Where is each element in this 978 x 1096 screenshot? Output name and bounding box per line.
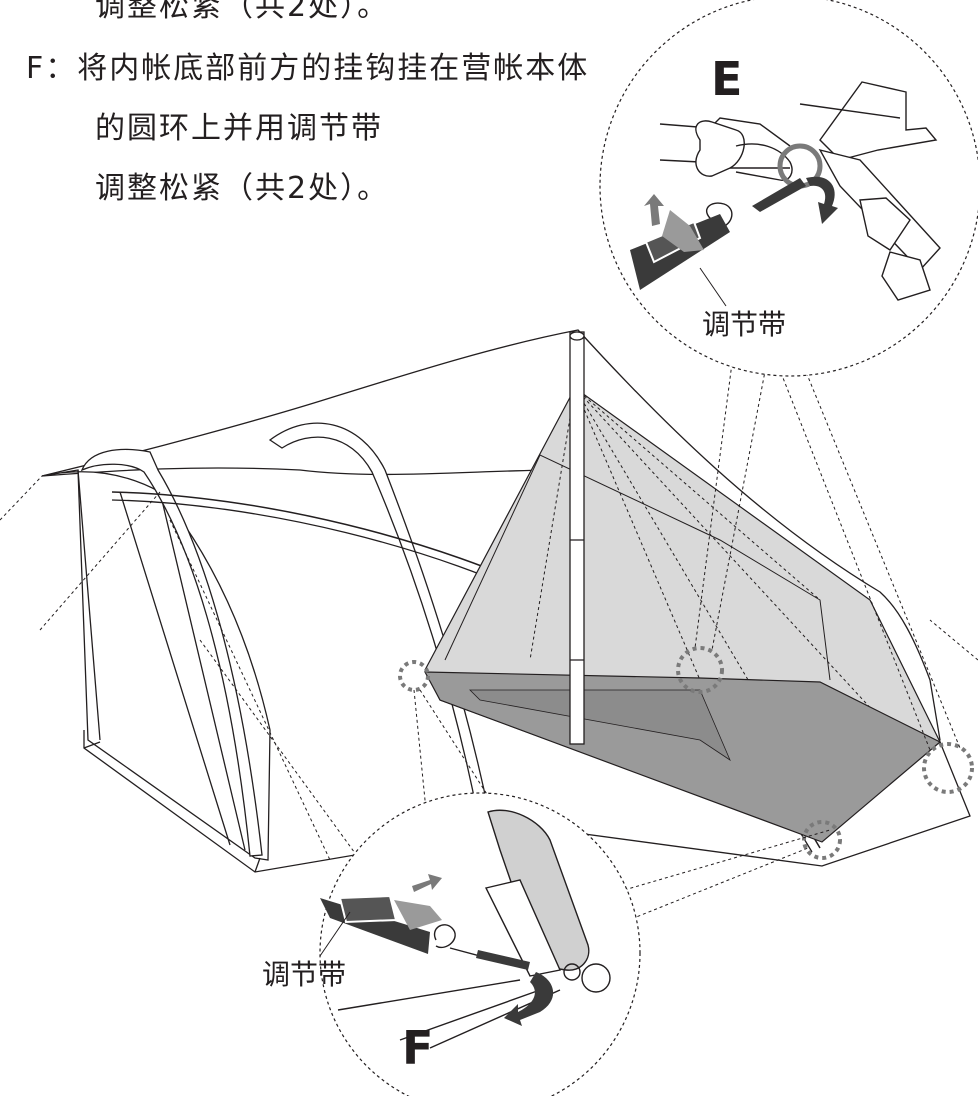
inner-tent-floor <box>423 671 942 843</box>
tent-front-arch <box>80 448 263 857</box>
detail-f-strap-label: 调节带 <box>262 958 346 991</box>
callout-marker-f-left <box>398 660 430 692</box>
callout-marker-e-left <box>676 646 724 694</box>
callout-marker-e-right <box>922 742 974 794</box>
instruction-f-line-3: 调整松紧（共2处）。 <box>95 171 390 206</box>
detail-e-up-arrow <box>644 194 664 226</box>
detail-f-letter: F <box>402 1021 433 1075</box>
instruction-f-line-2: 的圆环上并用调节带 <box>95 111 383 146</box>
detail-f-pole-sleeve <box>487 809 590 971</box>
detail-e-hook-arrow <box>752 178 806 212</box>
detail-f-right-arrow <box>412 874 442 892</box>
detail-f-circle <box>319 792 641 1096</box>
detail-f-inset: 调节带 F <box>262 792 641 1096</box>
detail-f-hook-arrow <box>476 950 530 970</box>
tent-illustration <box>0 329 978 873</box>
detail-e-inset: E 调节带 <box>599 0 978 377</box>
instruction-f-line-1: F：将内帐底部前方的挂钩挂在营帐本体 <box>26 51 590 86</box>
detail-f-rotate-arrow <box>504 972 554 1026</box>
guy-lines <box>0 475 978 861</box>
callout-markers <box>398 646 974 860</box>
center-pole <box>569 331 585 745</box>
callout-marker-f-right <box>802 820 842 860</box>
tent-left-panel <box>41 469 271 861</box>
detail-e-strap-label: 调节带 <box>702 308 786 341</box>
instruction-line-top: 调整松紧（共2处）。 <box>95 0 390 24</box>
detail-e-adjuster-strap <box>630 214 730 290</box>
detail-e-rotate-arrow <box>806 176 838 224</box>
detail-e-letter: E <box>711 52 742 106</box>
detail-f-ring <box>581 963 611 993</box>
